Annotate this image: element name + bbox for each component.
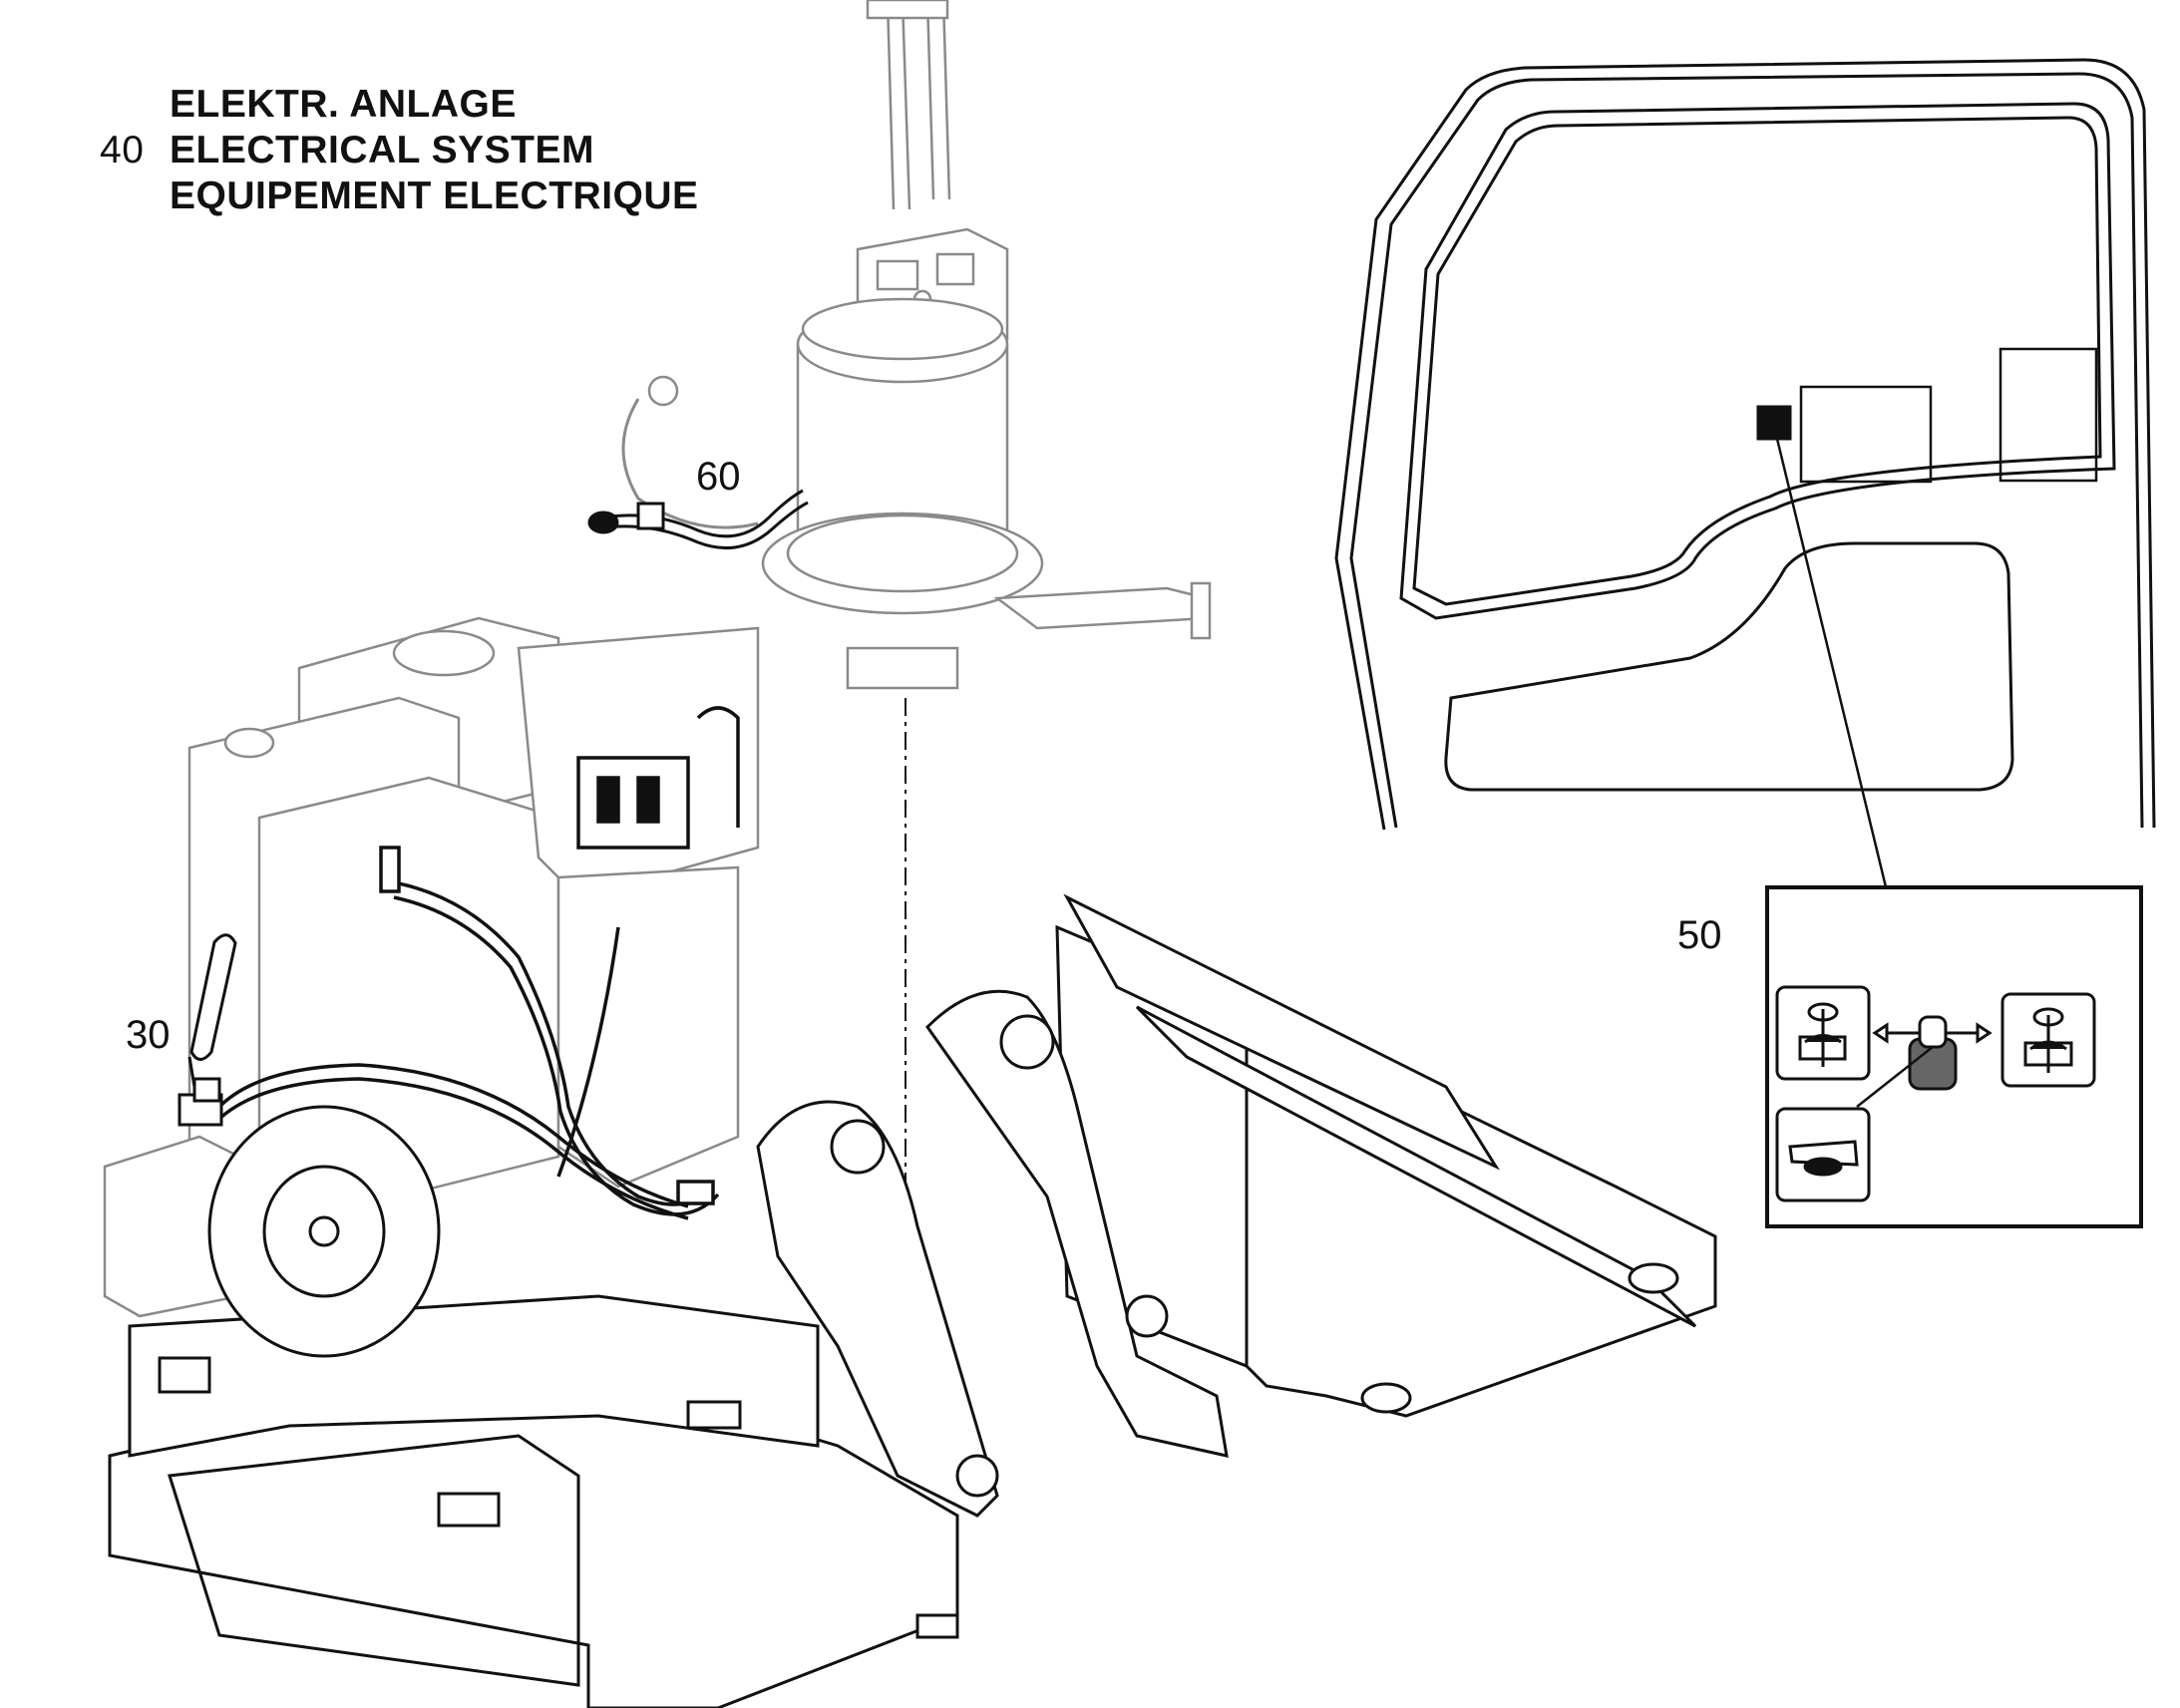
horn-icon [1775,1107,1871,1202]
leader-arrow [1775,438,1907,937]
decal-detail-50 [1765,885,2143,1228]
callout-60: 60 [696,455,741,499]
title-en: ELECTRICAL SYSTEM [170,129,594,171]
callout-50: 50 [1677,913,1722,957]
rotate-right-icon [2000,992,2096,1088]
section-number: 40 [100,129,145,171]
battery-cable-30 [178,933,237,1127]
engine-block [103,616,760,1318]
title-fr: EQUIPEMENT ELECTRIQUE [170,174,699,217]
joystick-icon [1856,1015,1993,1108]
wiring-harness [217,706,740,1220]
rotate-left-icon [1775,985,1871,1081]
cab-door [1334,58,2156,831]
title-de: ELEKTR. ANLAGE [170,83,517,126]
main-frame [108,893,1717,1708]
swing-motor-assembly [621,0,1212,690]
hose-60 [587,489,809,549]
pump-flywheel [207,1105,441,1358]
callout-30: 30 [126,1013,171,1057]
